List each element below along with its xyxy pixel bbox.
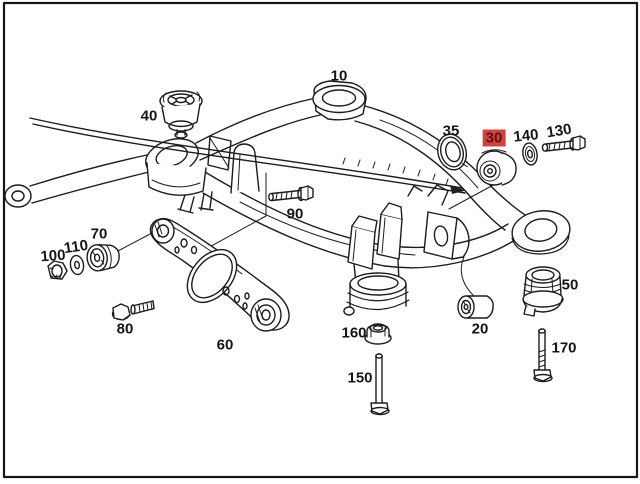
bushing-20-drawing <box>458 296 493 318</box>
mount-40-drawing <box>160 91 202 138</box>
nut-160-drawing <box>365 324 391 344</box>
washer-110-drawing <box>69 255 85 276</box>
callout-100[interactable]: 100 <box>39 246 67 266</box>
control-arm-60-drawing <box>150 219 289 331</box>
callout-60[interactable]: 60 <box>216 336 234 354</box>
bushing-70-drawing <box>86 243 121 272</box>
callout-140[interactable]: 140 <box>512 126 540 146</box>
leader-lines <box>118 173 497 295</box>
callout-130[interactable]: 130 <box>545 120 573 142</box>
ring-35-drawing <box>434 131 470 173</box>
bushing-30-drawing <box>477 150 516 185</box>
callout-10[interactable]: 10 <box>330 67 348 85</box>
stabilizer-bar-drawing <box>30 118 466 194</box>
callout-80[interactable]: 80 <box>116 320 134 338</box>
callout-160[interactable]: 160 <box>341 324 367 342</box>
callout-20[interactable]: 20 <box>471 320 489 338</box>
callout-170[interactable]: 170 <box>551 339 577 357</box>
washer-140-drawing <box>521 142 539 166</box>
callout-40[interactable]: 40 <box>140 107 158 125</box>
nut-100-drawing <box>48 261 67 279</box>
callout-150[interactable]: 150 <box>347 369 373 387</box>
bolt-170-drawing <box>534 329 552 382</box>
mount-50-drawing <box>523 267 563 316</box>
bolt-80-drawing <box>113 301 155 320</box>
callout-110[interactable]: 110 <box>62 236 90 258</box>
callout-30-selected[interactable]: 30 <box>482 129 506 147</box>
callout-35[interactable]: 35 <box>442 122 460 140</box>
callout-90[interactable]: 90 <box>286 205 304 223</box>
bolt-150-drawing <box>371 354 389 415</box>
callout-50[interactable]: 50 <box>561 276 579 294</box>
bolt-130-drawing <box>543 136 586 151</box>
bolt-90-drawing <box>269 186 313 201</box>
callout-70[interactable]: 70 <box>90 225 108 243</box>
